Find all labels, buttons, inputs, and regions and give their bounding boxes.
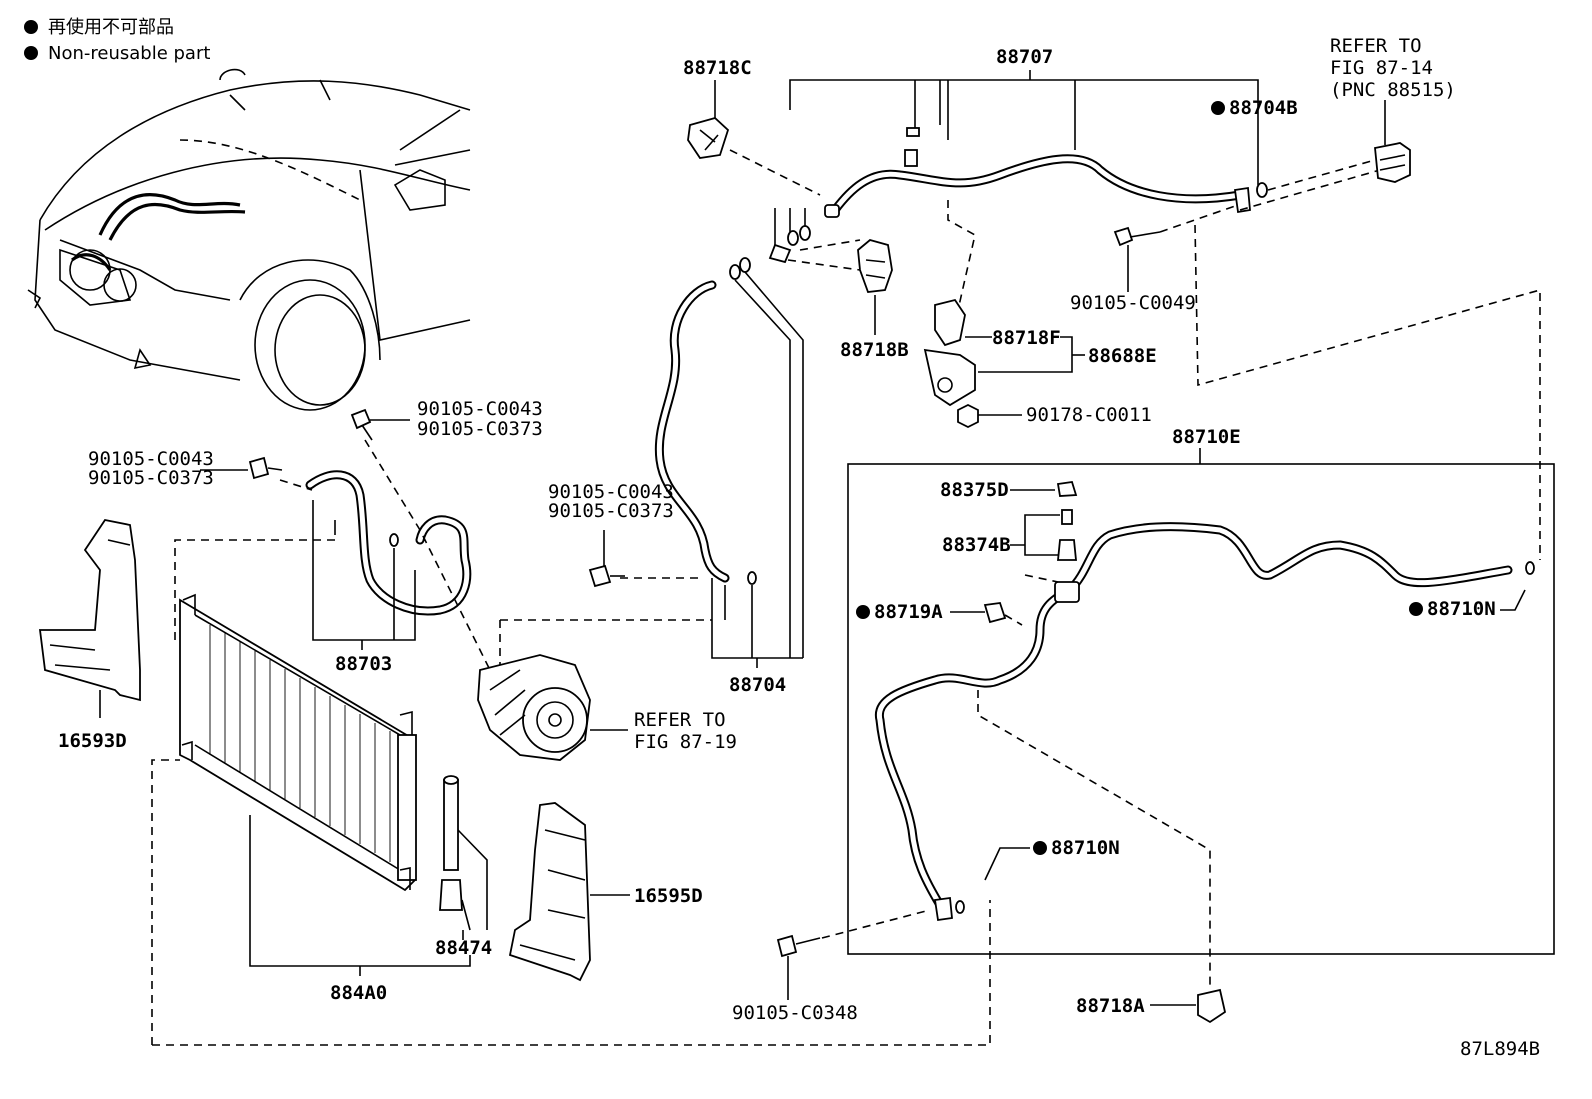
- label-88704: 88704: [729, 674, 786, 696]
- refer-comp-line1: REFER TO: [634, 709, 726, 731]
- legend-text-jp: 再使用不可部品: [48, 17, 174, 38]
- compressor: REFER TO FIG 87-19: [477, 654, 737, 761]
- label-16595D: 16595D: [634, 885, 703, 907]
- refer-comp-line2: FIG 87-19: [634, 731, 737, 753]
- label-884A0: 884A0: [330, 982, 387, 1004]
- label-88474: 88474: [435, 937, 492, 959]
- pipe-88710E-group: 88710E 88375D 88374B 88719A 88710N 88710…: [847, 426, 1555, 990]
- label-88707: 88707: [996, 46, 1053, 68]
- vehicle-illustration: [27, 68, 471, 411]
- label-bolt-mid-b: 90105-C0373: [548, 500, 674, 522]
- label-bolt-top-b: 90105-C0373: [417, 418, 543, 440]
- bracket-88688E: 88718F 88688E 90178-C0011: [923, 298, 1157, 429]
- bolt-top: 90105-C0043 90105-C0373: [350, 398, 543, 441]
- label-88718A: 88718A: [1076, 995, 1145, 1017]
- diagram-id: 87L894B: [1460, 1038, 1540, 1060]
- hose-88703-group: 88703: [174, 439, 491, 675]
- refer-top-line3: (PNC 88515): [1330, 79, 1456, 101]
- clamp-88718B: 88718B: [840, 239, 909, 361]
- refer-fig-87-14: REFER TO FIG 87-14 (PNC 88515): [1330, 35, 1456, 183]
- label-88710N-right: 88710N: [1427, 598, 1496, 620]
- label-bolt-left-a: 90105-C0043: [88, 448, 214, 470]
- label-88374B: 88374B: [942, 534, 1011, 556]
- condenser-884A0: 884A0: [151, 593, 991, 1046]
- label-90105-C0348: 90105-C0348: [732, 1002, 858, 1024]
- label-88688E: 88688E: [1088, 345, 1157, 367]
- label-88710N-mid: 88710N: [1051, 837, 1120, 859]
- refer-top-line1: REFER TO: [1330, 35, 1422, 57]
- bolt-90105-C0049: 90105-C0049: [1070, 204, 1239, 314]
- label-bolt-mid-a: 90105-C0043: [548, 481, 674, 503]
- label-bolt-left-b: 90105-C0373: [88, 467, 214, 489]
- hose-88704-group: 88704: [499, 257, 804, 696]
- label-88719A: 88719A: [874, 601, 943, 623]
- label-90178-C0011: 90178-C0011: [1026, 404, 1152, 426]
- label-88704B: 88704B: [1229, 97, 1298, 119]
- label-88718B: 88718B: [840, 339, 909, 361]
- seal-16595D: 16595D: [508, 802, 703, 982]
- seal-16593D: 16593D: [38, 518, 141, 752]
- pipe-88707-group: [729, 70, 1259, 311]
- non-reusable-dot-icon: [24, 20, 38, 34]
- refer-top-line2: FIG 87-14: [1330, 57, 1433, 79]
- label-90105-C0049: 90105-C0049: [1070, 292, 1196, 314]
- legend: 再使用不可部品 Non-reusable part: [24, 17, 210, 64]
- dashed-link-right: [1194, 224, 1541, 560]
- non-reusable-dot-icon: [24, 46, 38, 60]
- label-88718F: 88718F: [992, 327, 1061, 349]
- oring-88704B: 88704B: [1211, 97, 1381, 211]
- label-88703: 88703: [335, 653, 392, 675]
- bolt-mid: 90105-C0043 90105-C0373: [548, 481, 674, 588]
- clamp-88718C: 88718C: [683, 57, 752, 159]
- label-88718C: 88718C: [683, 57, 752, 79]
- bolt-left: 90105-C0043 90105-C0373: [88, 448, 283, 489]
- label-bolt-top-a: 90105-C0043: [417, 398, 543, 420]
- label-88375D: 88375D: [940, 479, 1009, 501]
- label-16593D: 16593D: [58, 730, 127, 752]
- label-88710E: 88710E: [1172, 426, 1241, 448]
- drier-88474: 88474: [435, 775, 492, 959]
- legend-text-en: Non-reusable part: [48, 43, 210, 64]
- bolt-90105-C0348: 90105-C0348: [732, 909, 931, 1024]
- clamp-88718A: 88718A: [1076, 988, 1227, 1024]
